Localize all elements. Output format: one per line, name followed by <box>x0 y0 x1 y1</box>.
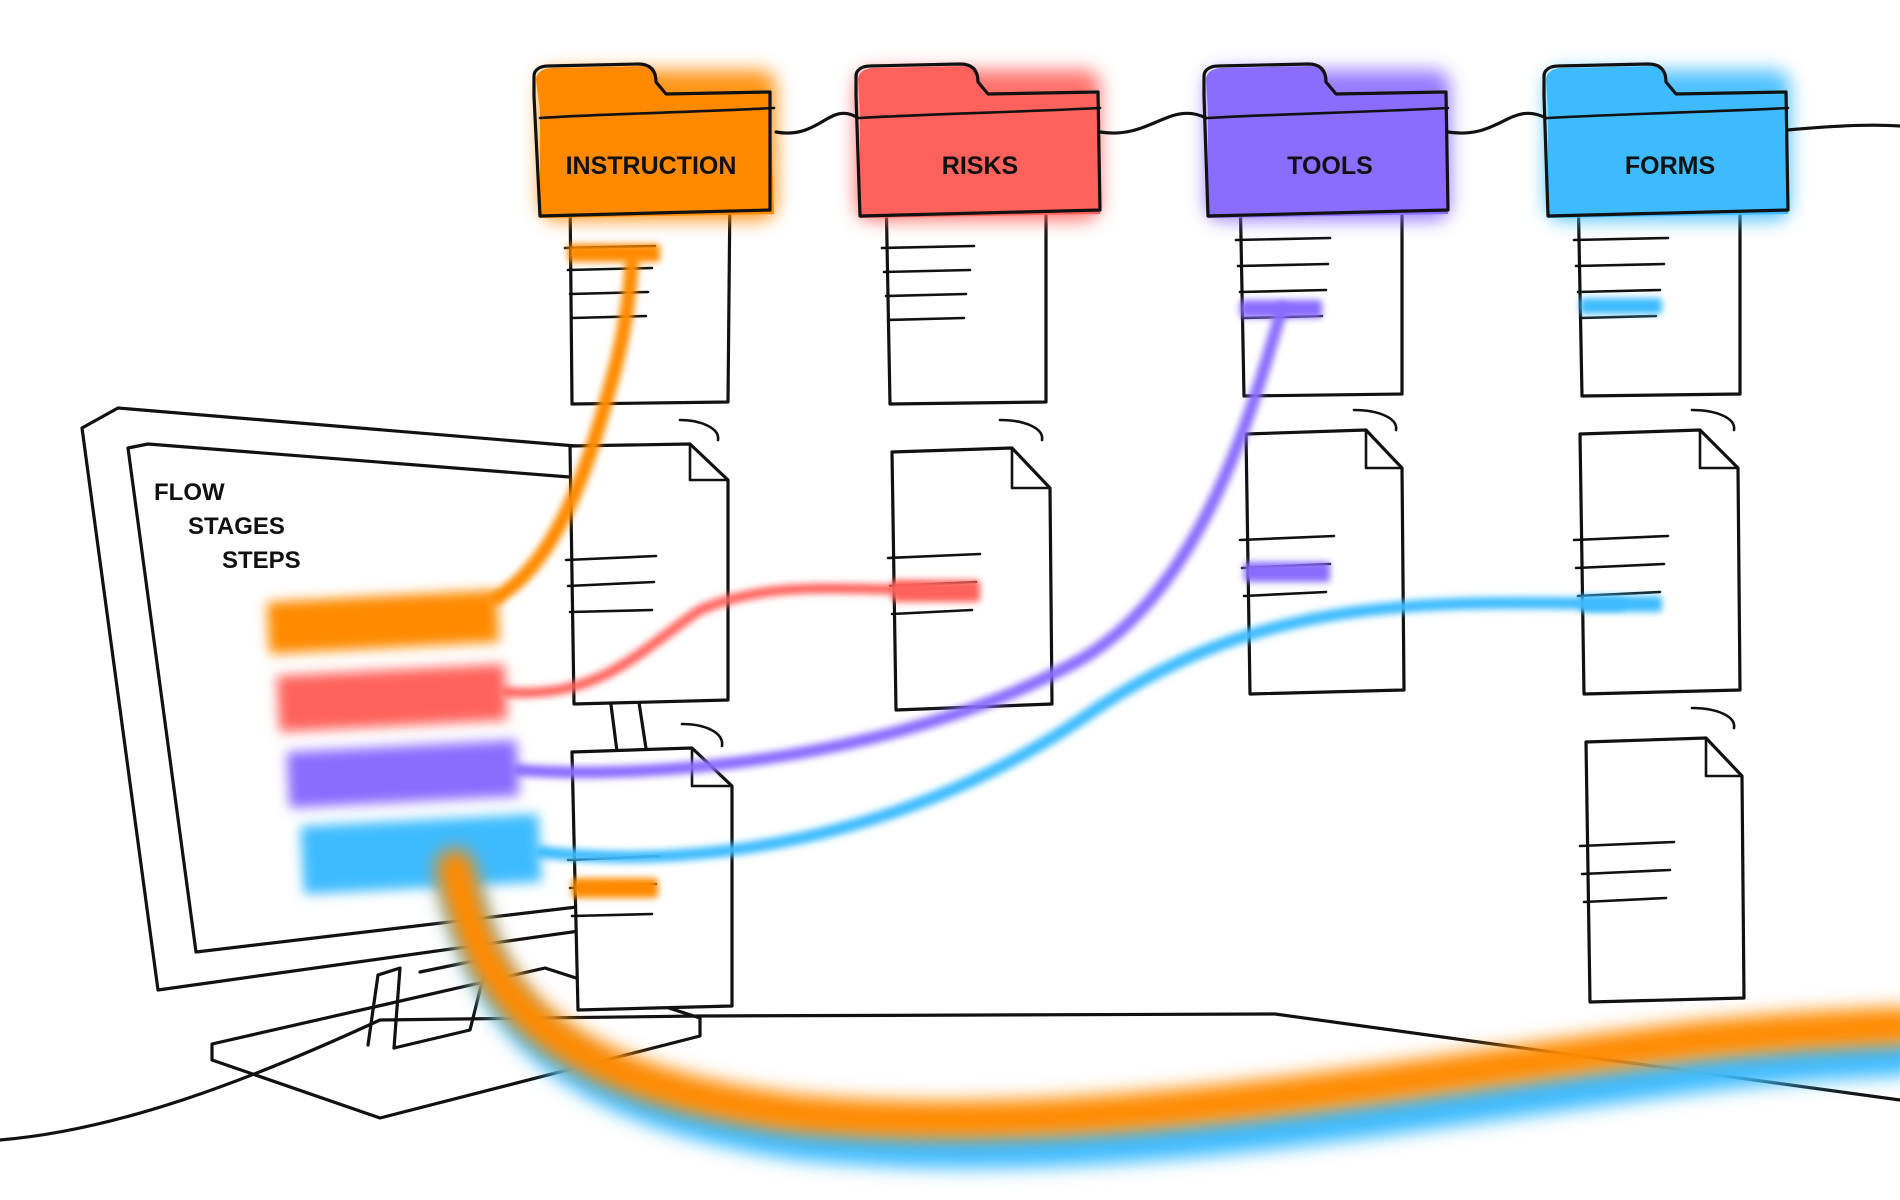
document-forms-2 <box>1572 428 1742 730</box>
folder-link-line <box>774 111 1900 135</box>
folder-risks: RISKS <box>854 62 1102 218</box>
document-risks-1 <box>880 186 1048 442</box>
screen-color-bars <box>266 590 542 895</box>
document-instruction-2 <box>564 418 730 706</box>
folder-label-tools: TOOLS <box>1287 152 1373 180</box>
document-instruction-1 <box>563 186 732 406</box>
folder-forms: FORMS <box>1542 62 1790 218</box>
folder-tools: TOOLS <box>1202 62 1450 218</box>
screen-bar-forms <box>300 813 542 895</box>
screen-bar-tools <box>286 740 520 808</box>
screen-label-flow: FLOW <box>154 479 225 506</box>
screen-bar-instruction <box>266 590 500 654</box>
screen-hierarchy-labels: FLOW STAGES STEPS <box>154 479 301 574</box>
folder-label-risks: RISKS <box>942 152 1018 180</box>
screen-bar-risks <box>276 664 508 732</box>
main-cable <box>435 848 1900 1169</box>
folder-label-forms: FORMS <box>1625 152 1715 180</box>
document-risks-2 <box>886 446 1054 712</box>
document-forms-3 <box>1578 736 1746 1004</box>
screen-label-steps: STEPS <box>222 547 301 574</box>
connector-lines <box>489 255 1626 863</box>
folder-label-instruction: INSTRUCTION <box>566 152 737 180</box>
screen-label-stages: STAGES <box>188 513 285 540</box>
desk-outline <box>0 1012 1900 1142</box>
folder-instruction: INSTRUCTION <box>532 62 776 218</box>
document-stacks <box>563 182 1746 1012</box>
